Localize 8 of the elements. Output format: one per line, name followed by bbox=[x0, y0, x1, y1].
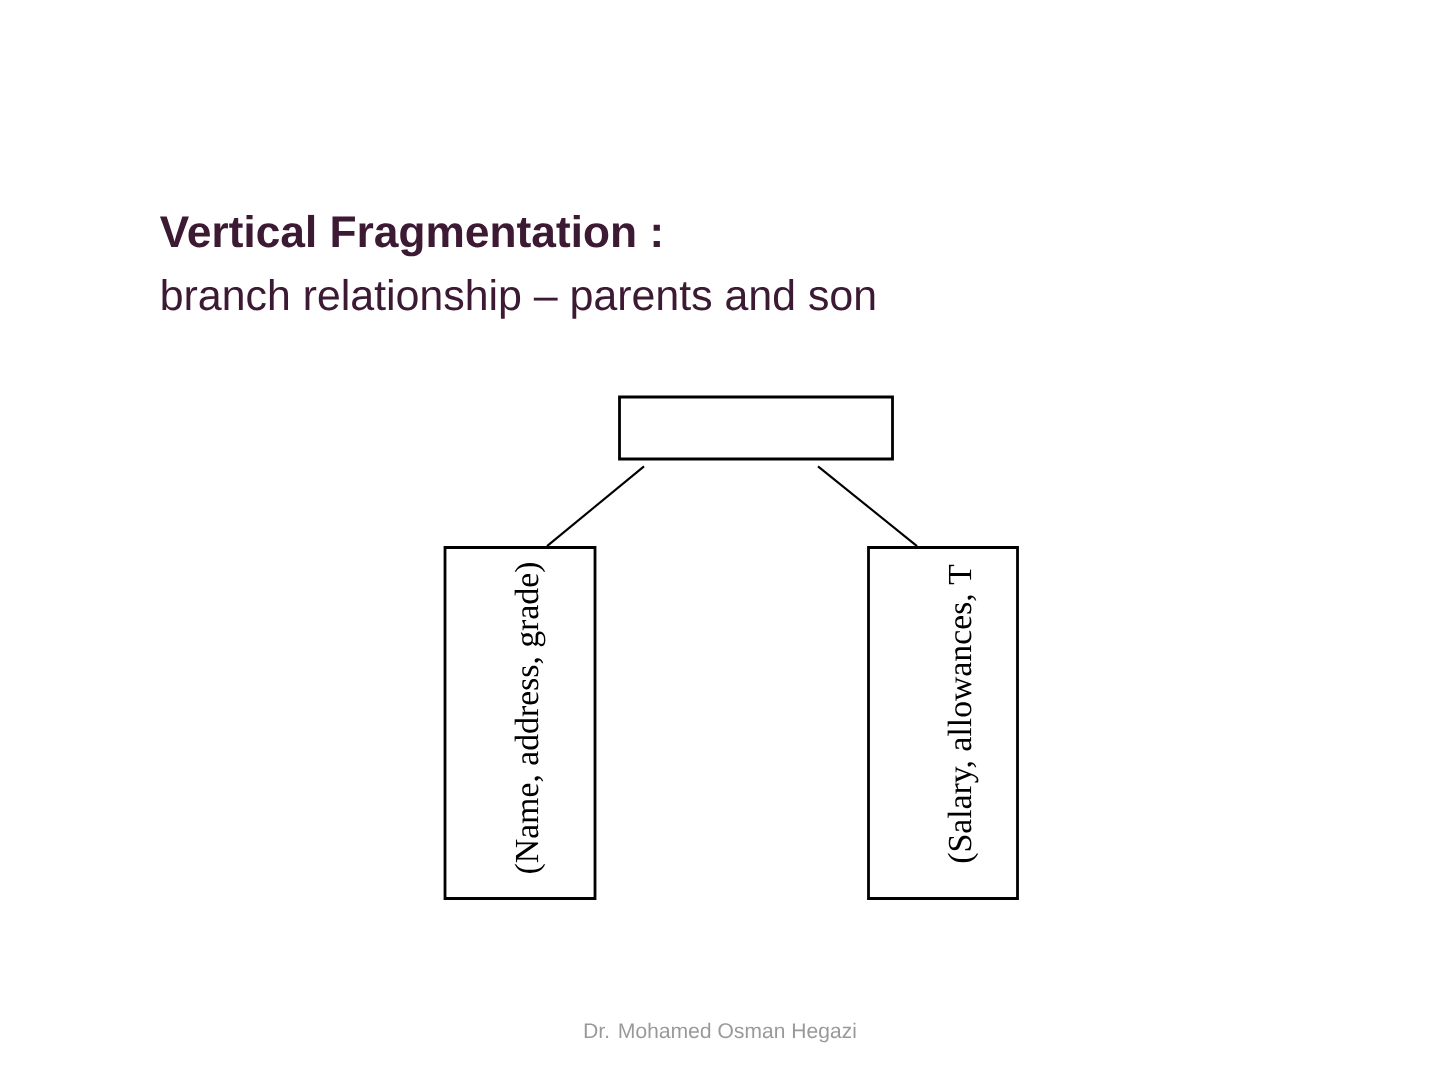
connector-line bbox=[546, 465, 645, 547]
connector-line bbox=[817, 465, 918, 547]
table-box bbox=[618, 395, 894, 461]
slide-title: Vertical Fragmentation : bbox=[160, 214, 660, 257]
subtitle: branch relationship – parents and son bbox=[162, 278, 875, 319]
footer-text: Dr. Mohamed Osman Hegazi bbox=[584, 1022, 856, 1043]
field-box: (Name, address, grade) bbox=[443, 546, 597, 900]
field-box: (Salary, allowances, T bbox=[867, 546, 1019, 900]
